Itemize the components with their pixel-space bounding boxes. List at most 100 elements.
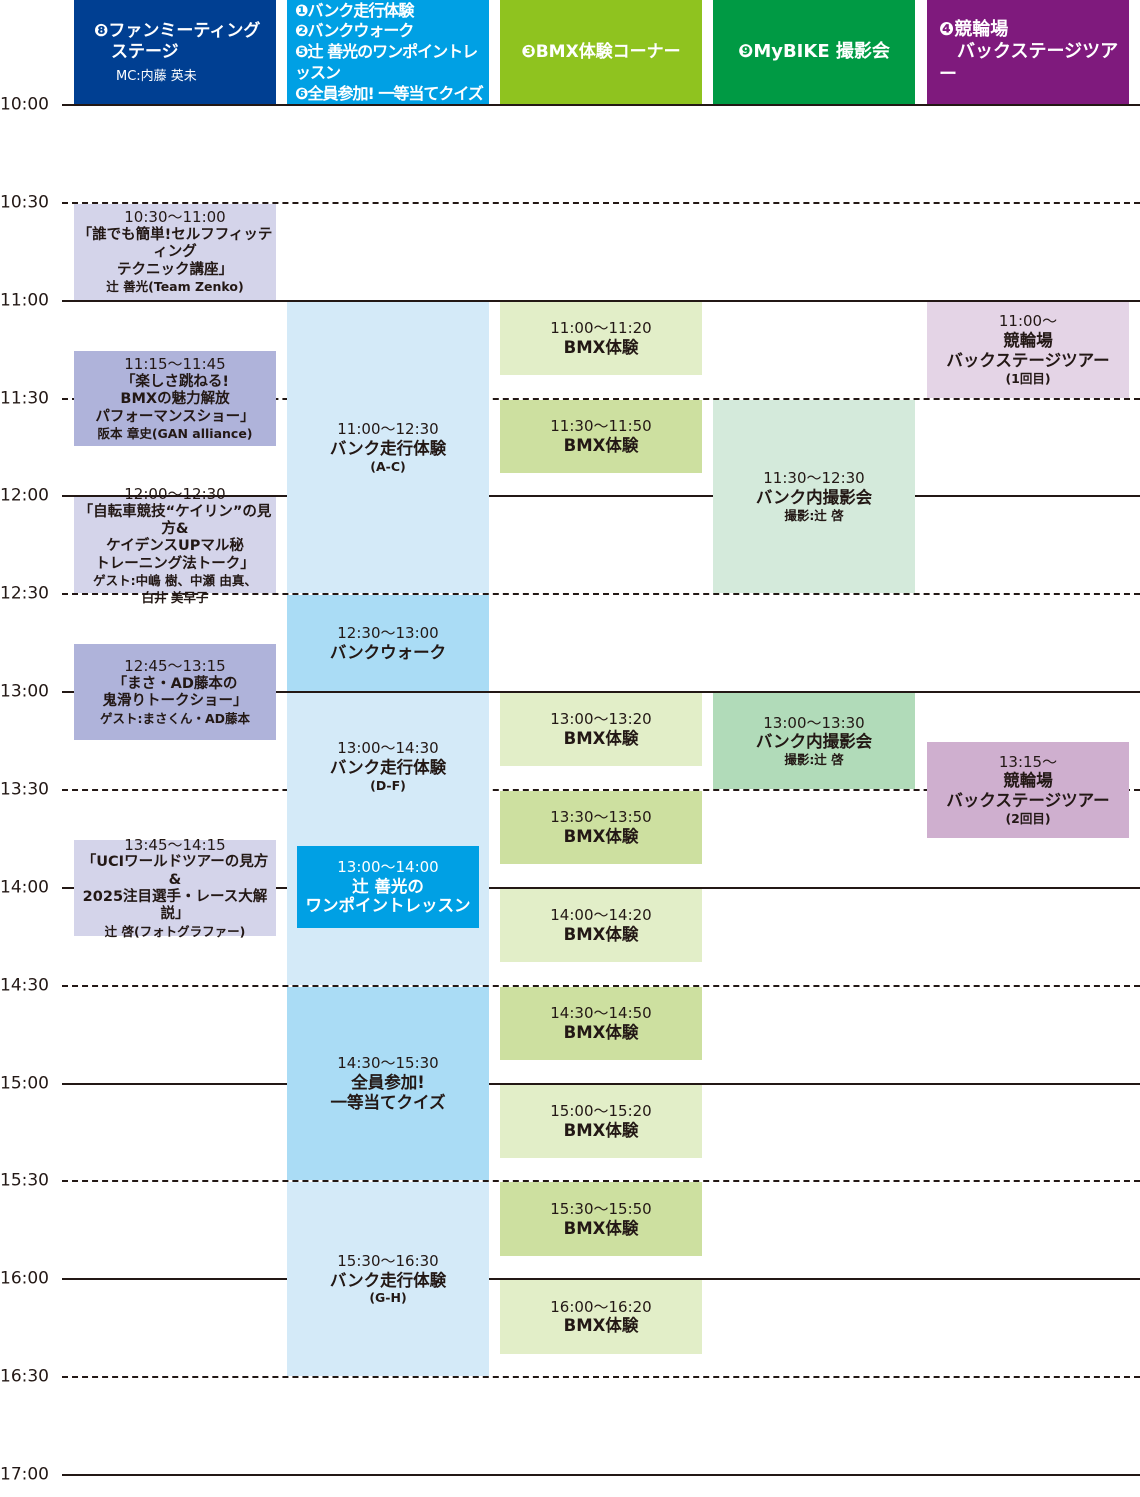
event-block[interactable]: 13:15〜競輪場 バックステージツアー(2回目) — [927, 742, 1129, 838]
event-title: バンク走行体験 — [329, 438, 447, 458]
time-gridline — [62, 104, 1140, 106]
time-gridline — [62, 691, 1140, 694]
event-title: BMX体験 — [563, 729, 639, 749]
time-gridline — [62, 984, 1140, 987]
event-time: 15:30〜15:50 — [550, 1199, 652, 1218]
time-label: 11:00 — [0, 290, 49, 311]
event-time: 13:15〜 — [998, 752, 1058, 771]
event-block[interactable]: 11:00〜競輪場 バックステージツアー(1回目) — [927, 301, 1129, 398]
event-time: 15:30〜16:30 — [337, 1251, 439, 1270]
event-subtitle: 辻 善光(Team Zenko) — [106, 279, 244, 295]
event-subtitle: 阪本 章史(GAN alliance) — [97, 425, 253, 441]
time-gridline — [62, 593, 1140, 596]
event-subtitle: ゲスト:まさくん・AD藤本 — [99, 710, 251, 726]
event-title: BMX体験 — [563, 1218, 639, 1238]
time-gridline — [62, 299, 1140, 302]
event-time: 13:00〜14:00 — [337, 857, 439, 876]
time-label: 13:30 — [0, 779, 49, 800]
event-time: 11:00〜11:20 — [550, 319, 652, 338]
event-subtitle: (1回目) — [1005, 370, 1051, 386]
event-time: 14:30〜15:30 — [337, 1054, 439, 1073]
time-label: 16:30 — [0, 1366, 49, 1387]
event-time: 10:30〜11:00 — [124, 208, 226, 227]
event-time: 13:00〜13:30 — [763, 713, 865, 732]
event-title: 「楽しさ跳ねる! BMXの魅力解放 パフォーマンスショー」 — [95, 373, 255, 425]
event-time: 13:00〜13:20 — [550, 710, 652, 729]
event-subtitle: (2回目) — [1005, 811, 1051, 827]
time-gridline — [62, 1474, 1140, 1476]
event-time: 12:00〜12:30 — [124, 484, 226, 503]
time-gridline — [62, 1278, 1140, 1281]
event-title: BMX体験 — [563, 1022, 639, 1042]
event-title: バンクウォーク — [329, 642, 447, 662]
time-label: 12:30 — [0, 583, 49, 604]
event-title: BMX体験 — [563, 1120, 639, 1140]
event-time: 14:30〜14:50 — [550, 1004, 652, 1023]
event-title: 競輪場 バックステージツアー — [946, 331, 1110, 370]
column-header-4: ❾MyBIKE 撮影会 — [713, 0, 915, 105]
event-subtitle: (A-C) — [370, 458, 406, 474]
event-title: BMX体験 — [563, 337, 639, 357]
event-block[interactable]: 12:00〜12:30「自転車競技“ケイリン”の見方& ケイデンスUPマル秘 ト… — [74, 485, 276, 605]
event-block[interactable]: 10:30〜11:00「誰でも簡単!セルフフィッティング テクニック講座」辻 善… — [74, 203, 276, 300]
event-title: BMX体験 — [563, 924, 639, 944]
event-time: 12:45〜13:15 — [124, 657, 226, 676]
time-gridline — [62, 201, 1140, 204]
time-label: 15:30 — [0, 1170, 49, 1191]
column-header-subtitle: MC:内藤 英未 — [116, 69, 197, 85]
time-label: 13:00 — [0, 681, 49, 702]
column-header-title: ❶バンク走行体験 ❷バンクウォーク ❺辻 善光のワンポイントレッスン ❻全員参加… — [295, 0, 484, 103]
time-label: 11:30 — [0, 388, 49, 409]
event-block[interactable]: 11:15〜11:45「楽しさ跳ねる! BMXの魅力解放 パフォーマンスショー」… — [74, 350, 276, 447]
event-time: 13:30〜13:50 — [550, 808, 652, 827]
column-header-5: ❹競輪場 バックステージツアー — [927, 0, 1129, 105]
time-label: 12:00 — [0, 485, 49, 506]
event-time: 13:00〜14:30 — [337, 739, 439, 758]
event-time: 11:00〜 — [998, 312, 1058, 331]
column-header-3: ❸BMX体験コーナー — [500, 0, 702, 105]
time-label: 10:00 — [0, 94, 49, 115]
event-block[interactable]: 13:45〜14:15「UCIワールドツアーの見方& 2025注目選手・レース大… — [74, 836, 276, 939]
event-block[interactable]: 12:45〜13:15「まさ・AD藤本の 鬼滑りトークショー」ゲスト:まさくん・… — [74, 644, 276, 741]
time-gridline — [62, 495, 1140, 498]
event-title: バンク内撮影会 — [755, 487, 873, 507]
event-time: 11:00〜12:30 — [337, 420, 439, 439]
column-header-title: ❸BMX体験コーナー — [521, 41, 681, 62]
time-label: 14:30 — [0, 975, 49, 996]
time-gridline — [62, 886, 1140, 889]
event-title: バンク走行体験 — [329, 1270, 447, 1290]
event-title: バンク走行体験 — [329, 757, 447, 777]
event-subtitle: 撮影:辻 啓 — [784, 507, 844, 523]
event-title: 全員参加! 一等当てクイズ — [330, 1073, 446, 1112]
event-time: 14:00〜14:20 — [550, 906, 652, 925]
time-gridline — [62, 1082, 1140, 1085]
event-title: 競輪場 バックステージツアー — [946, 771, 1110, 811]
column-header-title: ❾MyBIKE 撮影会 — [738, 41, 890, 63]
event-title: BMX体験 — [563, 827, 639, 847]
event-time: 11:15〜11:45 — [124, 354, 226, 373]
event-subtitle: (G-H) — [369, 1290, 407, 1306]
event-title: 辻 善光の ワンポイントレッスン — [305, 876, 471, 916]
event-subtitle: 辻 啓(フォトグラファー) — [104, 923, 246, 939]
time-label: 16:00 — [0, 1268, 49, 1289]
event-time: 15:00〜15:20 — [550, 1101, 652, 1120]
